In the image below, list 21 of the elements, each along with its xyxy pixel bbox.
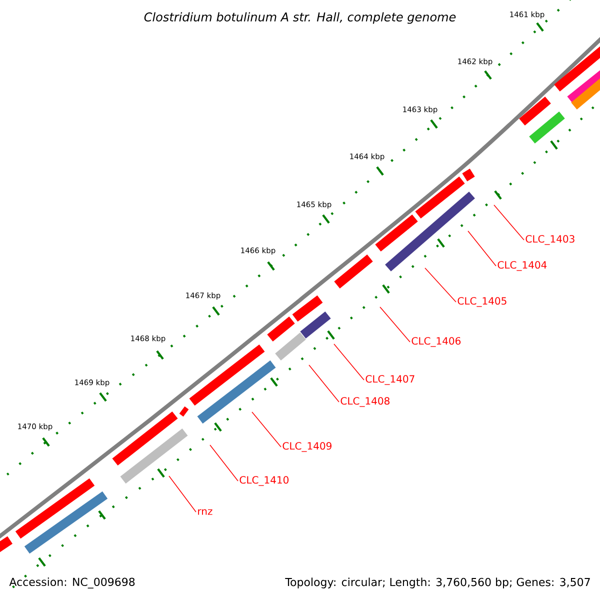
leader-line xyxy=(210,444,238,482)
title: Clostridium botulinum A str. Hall, complete genome xyxy=(144,12,456,24)
summary-text: Topology: circular; Length: 3,760,560 bp; Genes: 3,507 xyxy=(285,578,590,588)
gene-label: rnz xyxy=(198,509,212,515)
gene-label: CLC_1409 xyxy=(282,442,332,452)
leader-line xyxy=(494,204,524,240)
gene-label: CLC_1410 xyxy=(240,476,289,486)
leader-line xyxy=(468,230,496,266)
gene-label: CLC_1403 xyxy=(526,235,574,245)
leader-line xyxy=(424,268,456,302)
leader-line xyxy=(380,306,410,342)
gene-label: CLC_1404 xyxy=(498,261,547,271)
gene-label: CLC_1405 xyxy=(458,297,506,307)
gene-label: CLC_1406 xyxy=(412,337,461,347)
leader-line xyxy=(168,476,196,512)
leader-line xyxy=(252,412,282,448)
gene-label: CLC_1408 xyxy=(340,397,390,407)
accession-text: Accession: NC_009698 xyxy=(9,578,135,588)
gene-label: CLC_1407 xyxy=(366,375,414,385)
leader-line xyxy=(308,364,340,402)
leader-line xyxy=(334,344,364,380)
